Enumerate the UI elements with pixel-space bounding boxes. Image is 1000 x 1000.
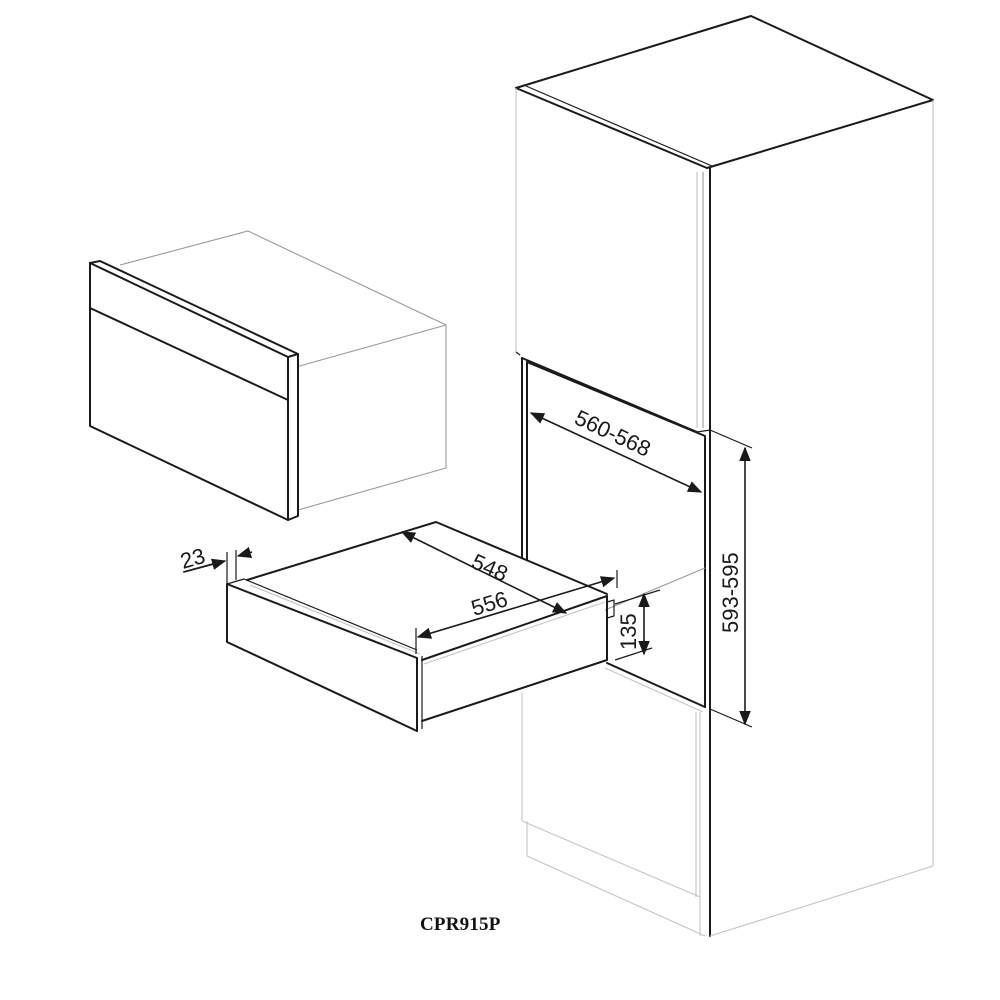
tall-cabinet (515, 15, 934, 937)
model-label: CPR915P (420, 914, 501, 935)
dim-drawer-height: 135 (614, 589, 661, 661)
dim-drawer-offset: 23 (177, 543, 253, 584)
dim-label-135: 135 (616, 613, 641, 650)
dim-label-593-595: 593-595 (718, 552, 743, 633)
oven (89, 230, 447, 521)
dim-niche-width: 560-568 (529, 405, 703, 493)
warming-drawer (226, 521, 615, 732)
dim-label-560-568: 560-568 (571, 405, 655, 462)
dim-niche-height: 593-595 (709, 429, 753, 728)
dim-label-23: 23 (177, 543, 207, 574)
